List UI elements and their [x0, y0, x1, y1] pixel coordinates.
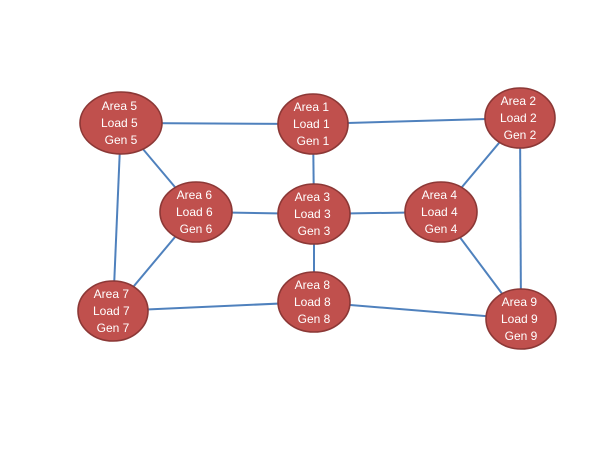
svg-text:Area 2 Load 2: Area 2 Load 2 Gen 2: [500, 94, 540, 142]
node-area3-gen-label: Gen 3: [298, 224, 331, 238]
node-area7: Area 7 Load 7 Gen 7: [77, 280, 149, 342]
svg-text:Area 1 Load 1: Area 1 Load 1 Gen 1: [293, 100, 333, 148]
node-area2-shape: [484, 87, 556, 149]
nodes-layer: Area 1 Load 1 Gen 1 Area 2 Load 2 Gen 2 …: [77, 87, 557, 350]
node-area7-load-label: Load 7: [93, 304, 130, 318]
node-area5-gen-label: Gen 5: [105, 133, 138, 147]
node-area9-area-label: Area 9: [502, 295, 538, 309]
node-area7-gen-label: Gen 7: [97, 321, 130, 335]
node-area1-gen-label: Gen 1: [297, 134, 330, 148]
edge-area2-area9: [519, 117, 522, 320]
node-area5-load-label: Load 5: [101, 116, 138, 130]
node-area9: Area 9 Load 9 Gen 9: [485, 288, 557, 350]
node-area4-load-label: Load 4: [421, 205, 458, 219]
node-area8: Area 8 Load 8 Gen 8: [277, 271, 351, 333]
node-area4-shape: [404, 181, 478, 243]
svg-text:Area 9 Load 9: Area 9 Load 9 Gen 9: [501, 295, 541, 343]
node-area1-shape: [277, 93, 349, 155]
node-area8-shape: [277, 271, 351, 333]
node-area5: Area 5 Load 5 Gen 5: [79, 91, 163, 155]
node-area3: Area 3 Load 3 Gen 3: [277, 183, 351, 245]
node-area6-gen-label: Gen 6: [180, 222, 213, 236]
node-area4-gen-label: Gen 4: [425, 222, 458, 236]
node-area2-gen-label: Gen 2: [504, 128, 537, 142]
node-area7-shape: [77, 280, 149, 342]
node-area3-area-label: Area 3: [295, 190, 331, 204]
node-area5-shape: [79, 91, 163, 155]
svg-text:Area 3 Load 3: Area 3 Load 3 Gen 3: [294, 190, 334, 238]
node-area8-area-label: Area 8: [295, 278, 331, 292]
svg-text:Area 7 Load 7: Area 7 Load 7 Gen 7: [93, 287, 133, 335]
node-area3-load-label: Load 3: [294, 207, 331, 221]
node-area6-load-label: Load 6: [176, 205, 213, 219]
svg-text:Area 4 Load 4: Area 4 Load 4 Gen 4: [421, 188, 461, 236]
node-area4-area-label: Area 4: [422, 188, 458, 202]
node-area7-area-label: Area 7: [94, 287, 130, 301]
node-area6-shape: [159, 181, 233, 243]
node-area6-area-label: Area 6: [177, 188, 213, 202]
node-area5-area-label: Area 5: [102, 99, 138, 113]
node-area9-shape: [485, 288, 557, 350]
node-area4: Area 4 Load 4 Gen 4: [404, 181, 478, 243]
node-area9-load-label: Load 9: [501, 312, 538, 326]
svg-text:Area 6 Load 6: Area 6 Load 6 Gen 6: [176, 188, 216, 236]
node-area1: Area 1 Load 1 Gen 1: [277, 93, 349, 155]
svg-text:Area 8 Load 8: Area 8 Load 8 Gen 8: [294, 278, 334, 326]
node-area8-gen-label: Gen 8: [298, 312, 331, 326]
node-area8-load-label: Load 8: [294, 295, 331, 309]
svg-text:Area 5 Load 5: Area 5 Load 5 Gen 5: [101, 99, 141, 147]
node-area2-area-label: Area 2: [501, 94, 537, 108]
node-area3-shape: [277, 183, 351, 245]
node-area6: Area 6 Load 6 Gen 6: [159, 181, 233, 243]
node-area1-area-label: Area 1: [294, 100, 330, 114]
node-area2: Area 2 Load 2 Gen 2: [484, 87, 556, 149]
node-area9-gen-label: Gen 9: [505, 329, 538, 343]
node-area1-load-label: Load 1: [293, 117, 330, 131]
node-area2-load-label: Load 2: [500, 111, 537, 125]
